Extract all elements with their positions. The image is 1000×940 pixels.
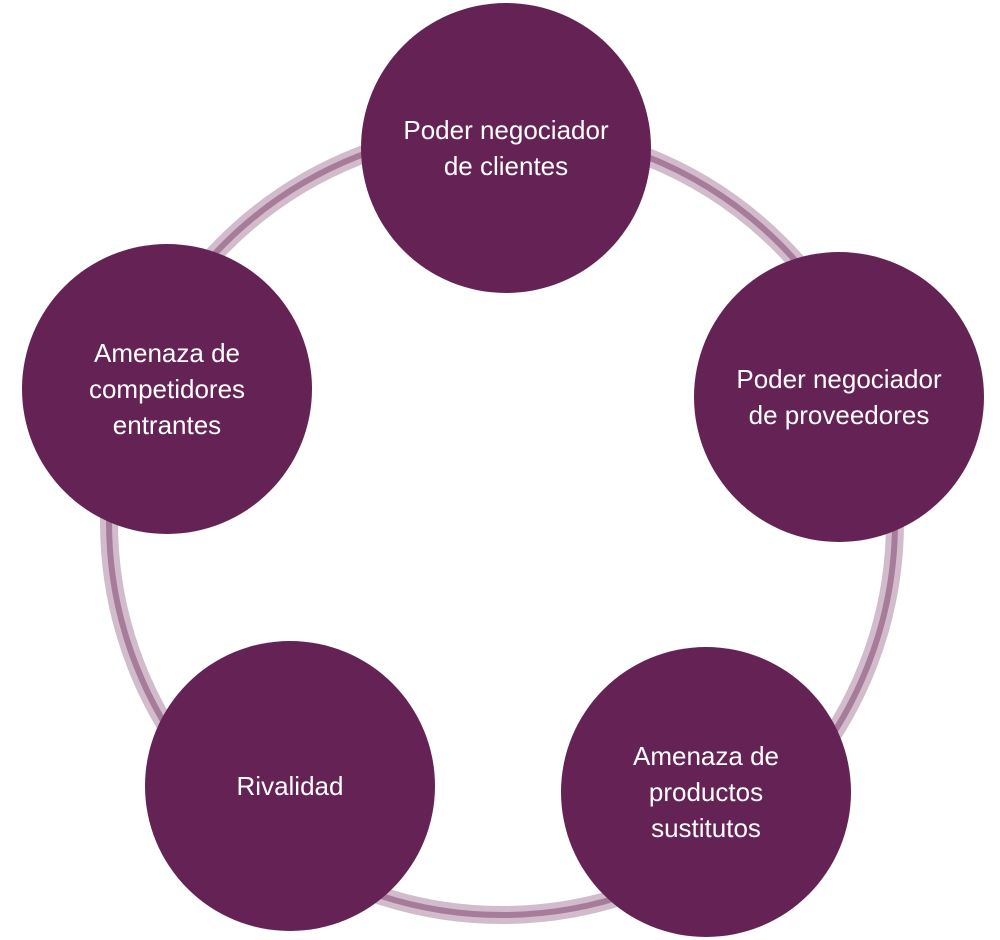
node-rivalidad: Rivalidad bbox=[145, 641, 435, 931]
node-label: Poder negociador de proveedores bbox=[736, 364, 942, 430]
node-poder-negociador-clientes: Poder negociador de clientes bbox=[361, 3, 651, 293]
node-amenaza-productos-sustitutos: Amenaza de productos sustitutos bbox=[561, 647, 851, 937]
node-poder-negociador-proveedores: Poder negociador de proveedores bbox=[694, 252, 984, 542]
node-label: Rivalidad bbox=[236, 771, 344, 801]
node-label: Amenaza de competidores entrantes bbox=[88, 338, 246, 440]
node-amenaza-competidores-entrantes: Amenaza de competidores entrantes bbox=[22, 244, 312, 534]
node-label: Amenaza de productos sustitutos bbox=[633, 741, 779, 843]
node-label: Poder negociador de clientes bbox=[403, 115, 609, 181]
